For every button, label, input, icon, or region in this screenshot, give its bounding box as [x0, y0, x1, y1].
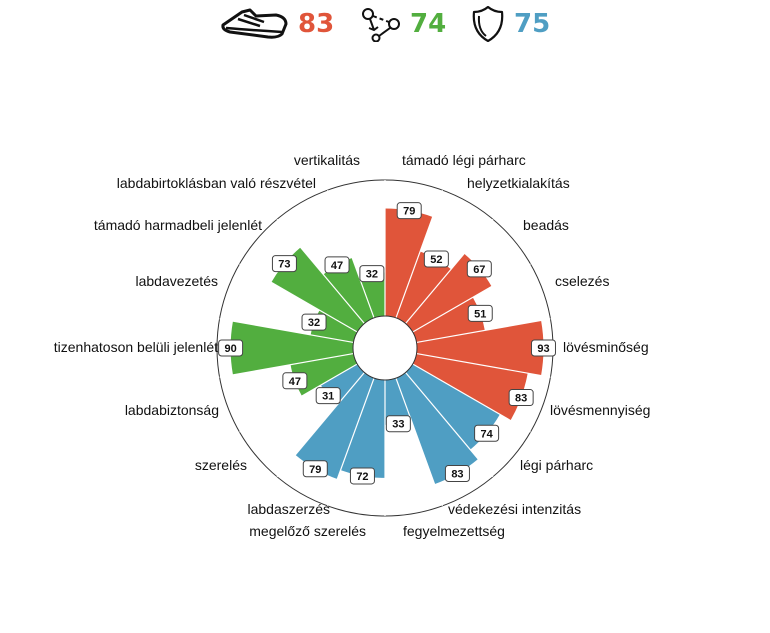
slice-divider [405, 372, 494, 478]
value-label-box [530, 339, 556, 357]
bar-1 [395, 251, 452, 324]
value-label: 79 [309, 464, 321, 476]
slice-divider [276, 372, 365, 478]
value-label-box [423, 250, 449, 268]
bar-10 [295, 372, 375, 480]
slice-divider [416, 352, 551, 378]
bar-17 [359, 272, 385, 318]
inner-circle [352, 315, 418, 381]
slice-divider [416, 318, 551, 344]
value-label: 47 [289, 376, 301, 388]
value-label: 33 [392, 419, 404, 431]
value-label: 83 [451, 468, 463, 480]
value-label-box [385, 415, 411, 433]
slice-divider [219, 352, 354, 378]
category-label: támadó légi párharc [402, 152, 526, 168]
slice-divider [395, 377, 444, 507]
value-label-box [301, 313, 327, 331]
value-label: 51 [474, 308, 486, 320]
category-label: lövésmennyiség [550, 402, 650, 418]
category-label: megelőző szerelés [249, 523, 366, 539]
possession-score-value: 74 [410, 9, 447, 39]
value-label-box [302, 460, 328, 478]
category-label: labdabiztonság [125, 402, 219, 418]
category-label: vertikalitás [294, 152, 360, 168]
value-label-box [282, 372, 308, 390]
slice-divider [239, 263, 358, 333]
value-label: 32 [308, 317, 320, 329]
value-label-box [508, 389, 534, 407]
slice-divider [219, 318, 354, 344]
attack-score: 83 [220, 6, 334, 42]
category-label: helyzetkialakítás [467, 175, 570, 191]
defence-score-value: 75 [514, 9, 551, 39]
value-label: 47 [331, 260, 343, 272]
category-label: lövésminőség [563, 339, 649, 355]
category-label: beadás [523, 217, 569, 233]
category-label: támadó harmadbeli jelenlét [94, 217, 262, 233]
category-label: labdabirtoklásban való részvétel [117, 175, 316, 191]
slice-divider [326, 189, 375, 319]
value-label: 67 [473, 264, 485, 276]
value-label: 73 [278, 259, 290, 271]
value-label: 72 [356, 471, 368, 483]
network-icon [362, 8, 400, 42]
slice-divider [326, 377, 375, 507]
category-label: labdavezetés [135, 273, 218, 289]
slice-divider [276, 218, 365, 324]
category-label: szerelés [195, 457, 247, 473]
category-label: fegyelmezettség [403, 523, 505, 539]
slice-divider [412, 363, 531, 433]
value-label-box [396, 202, 422, 220]
value-label: 90 [224, 343, 236, 355]
outer-circle [216, 179, 554, 517]
defence-score: 75 [470, 6, 550, 42]
value-label: 83 [515, 393, 527, 405]
possession-score: 74 [358, 6, 446, 42]
bar-15 [271, 247, 365, 332]
shoe-icon [221, 8, 288, 39]
slice-divider [239, 363, 358, 433]
category-label: védekezési intenzitás [448, 501, 581, 517]
bar-3 [412, 297, 485, 343]
category-label: labdaszerzés [248, 501, 331, 517]
value-label-box [467, 304, 493, 322]
value-label-box [466, 260, 492, 278]
bar-11 [320, 364, 365, 405]
attack-score-value: 83 [298, 9, 335, 39]
value-label: 74 [480, 428, 493, 440]
bar-9 [340, 378, 385, 478]
value-label: 52 [430, 254, 442, 266]
value-label-box [444, 464, 470, 482]
slice-divider [395, 189, 444, 319]
bar-2 [405, 253, 492, 332]
shield-icon [472, 6, 504, 42]
value-label: 32 [366, 269, 378, 281]
value-label: 79 [403, 206, 415, 218]
value-label: 31 [322, 391, 334, 403]
value-label-box [359, 265, 385, 283]
value-label-box [315, 387, 341, 405]
slice-divider [405, 218, 494, 324]
bar-8 [385, 378, 412, 425]
bar-0 [385, 208, 433, 318]
bar-16 [323, 257, 375, 324]
category-label: tizenhatoson belüli jelenlét [54, 339, 218, 355]
value-label-box [349, 467, 375, 485]
bar-4 [416, 320, 544, 376]
category-label: cselezés [555, 273, 609, 289]
value-label-box [324, 256, 350, 274]
value-label-box [218, 339, 244, 357]
bar-7 [395, 372, 479, 485]
slice-divider [412, 263, 531, 333]
value-label: 93 [537, 343, 549, 355]
value-label-box [474, 424, 500, 442]
bar-13 [230, 321, 354, 375]
bar-12 [290, 353, 358, 396]
value-label-box [271, 255, 297, 273]
bar-6 [405, 364, 500, 450]
bar-14 [310, 310, 358, 343]
category-label: légi párharc [520, 457, 593, 473]
bar-5 [412, 353, 528, 421]
